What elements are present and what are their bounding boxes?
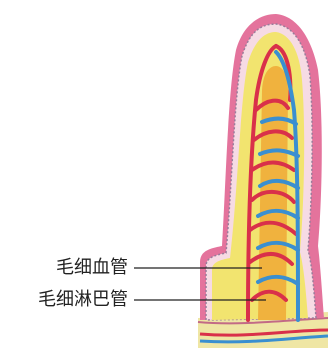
lymph-capillary-label: 毛细淋巴管 xyxy=(38,290,128,310)
capillary-label: 毛细血管 xyxy=(56,258,128,278)
